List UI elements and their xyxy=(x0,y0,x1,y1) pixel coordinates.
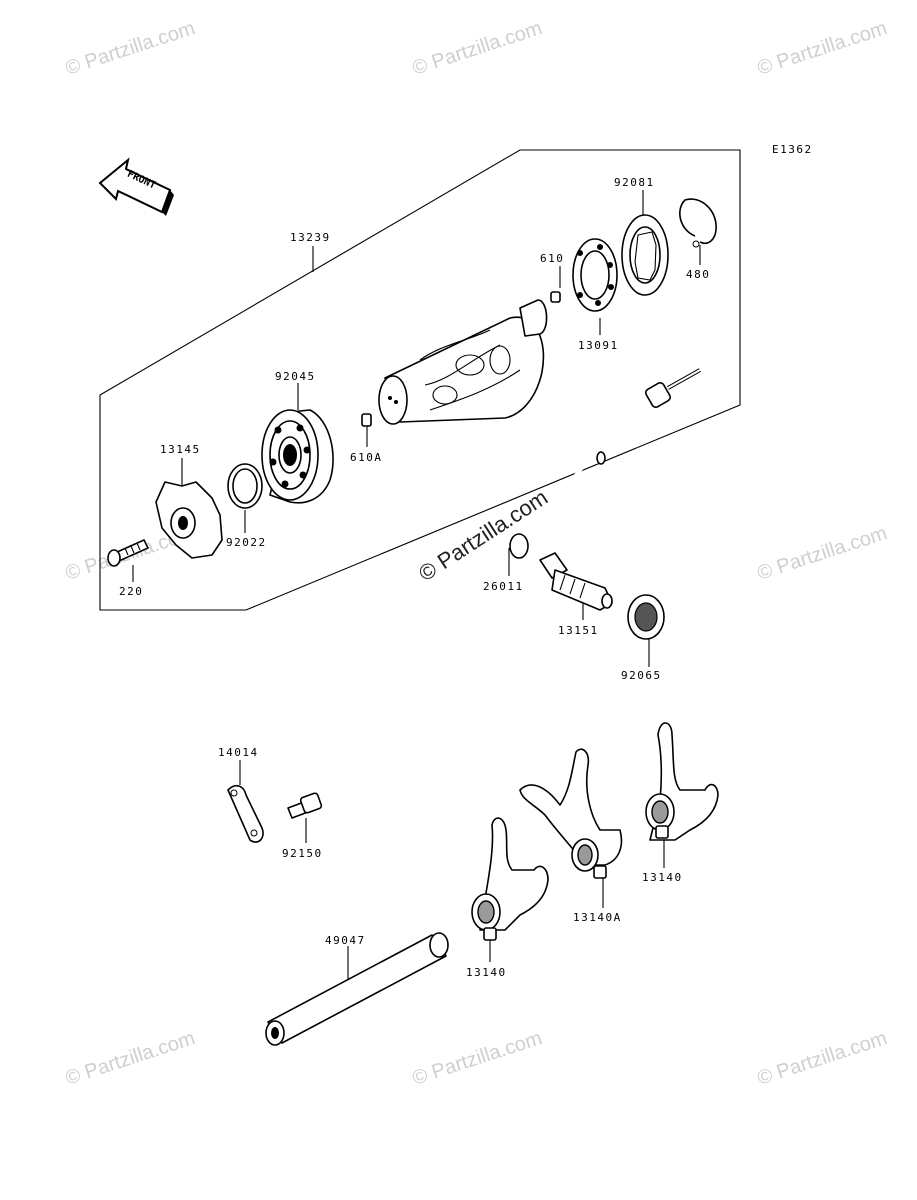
part-label-92022: 92022 xyxy=(226,536,267,549)
part-label-13239: 13239 xyxy=(290,231,331,244)
part-labels: 13239 92081 480 610 13091 92045 610A 131… xyxy=(119,176,710,979)
part-label-92081: 92081 xyxy=(614,176,655,189)
watermark: © Partzilla.com xyxy=(410,17,545,80)
part-label-49047: 49047 xyxy=(325,934,366,947)
watermark-center: © Partzilla.com xyxy=(414,484,552,586)
ring-92022 xyxy=(227,463,263,509)
watermark: © Partzilla.com xyxy=(63,1027,198,1090)
part-label-92045: 92045 xyxy=(275,370,316,383)
assembly-frame xyxy=(99,149,741,611)
part-label-26011: 26011 xyxy=(483,580,524,593)
pin-plate-13091 xyxy=(572,238,618,312)
shift-lever-26011 xyxy=(509,368,701,559)
circlip-480 xyxy=(679,198,717,248)
part-label-13091: 13091 xyxy=(578,339,619,352)
shaft-13151 xyxy=(539,552,613,611)
watermark: © Partzilla.com xyxy=(755,17,890,80)
plate-92081 xyxy=(621,214,669,296)
front-arrow-icon: FRONT xyxy=(98,157,174,216)
watermark: © Partzilla.com xyxy=(63,17,198,80)
watermark: © Partzilla.com xyxy=(410,1027,545,1090)
seal-92065 xyxy=(627,594,665,640)
shift-fork-13140A xyxy=(519,748,623,879)
part-label-610: 610 xyxy=(540,252,564,265)
shift-fork-13140-left xyxy=(471,817,549,941)
part-label-13151: 13151 xyxy=(558,624,599,637)
stopper-arm-14014 xyxy=(227,784,264,843)
part-label-92150: 92150 xyxy=(282,847,323,860)
part-label-14014: 14014 xyxy=(218,746,259,759)
watermark: © Partzilla.com xyxy=(755,1027,890,1090)
shift-drum-13239 xyxy=(378,299,548,425)
part-label-220: 220 xyxy=(119,585,143,598)
bearing-92045 xyxy=(261,409,334,504)
diagram-code: E1362 xyxy=(772,143,813,156)
rod-49047 xyxy=(265,932,449,1046)
part-label-480: 480 xyxy=(686,268,710,281)
part-label-92065: 92065 xyxy=(621,669,662,682)
part-label-610A: 610A xyxy=(350,451,383,464)
leader-lines xyxy=(132,190,701,985)
watermark: © Partzilla.com xyxy=(755,522,890,585)
shift-fork-13140-right xyxy=(645,722,719,841)
part-label-13140: 13140 xyxy=(642,871,683,884)
part-label-13145: 13145 xyxy=(160,443,201,456)
pin-610 xyxy=(550,291,561,303)
bolt-92150 xyxy=(287,792,323,819)
pin-610A xyxy=(361,413,372,427)
drum-plate-13145 xyxy=(155,481,223,559)
part-label-13140A: 13140A xyxy=(573,911,622,924)
part-label-13140: 13140 xyxy=(466,966,507,979)
bolt-220 xyxy=(107,539,149,567)
